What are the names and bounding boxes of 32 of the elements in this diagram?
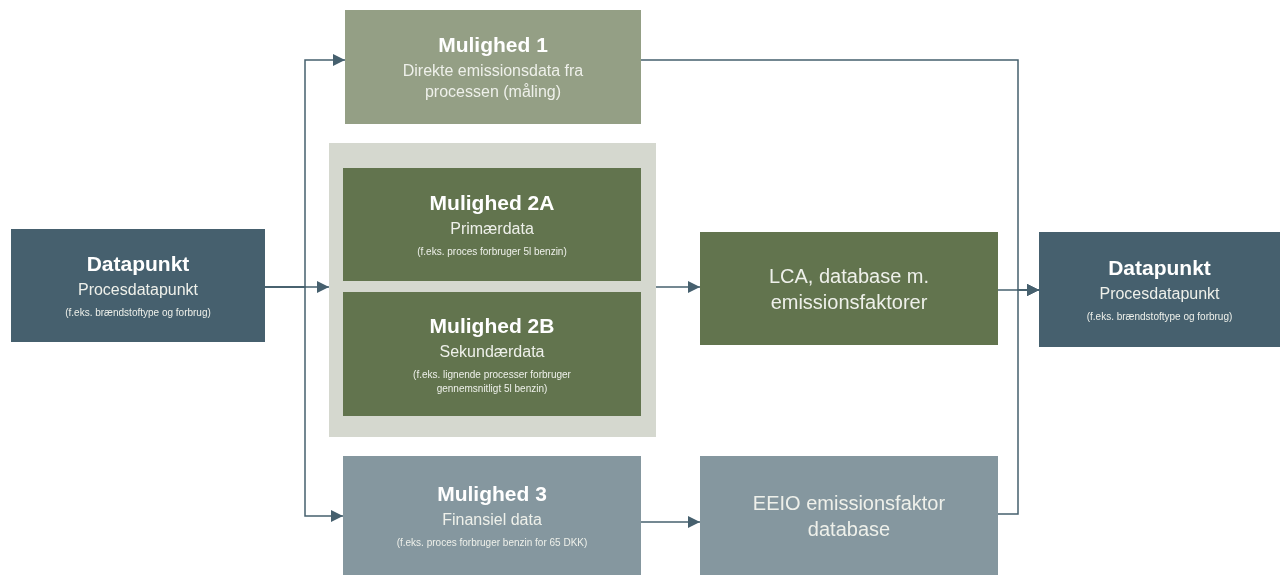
box-subtitle: Finansiel data (442, 510, 542, 531)
box-note: (f.eks. brændstoftype og forbrug) (65, 306, 211, 320)
box-subtitle: Direkte emissionsdata fra processen (måling) (401, 60, 585, 102)
box-note: (f.eks. proces forbruger benzin for 65 DKK) (396, 536, 588, 550)
process-box (700, 456, 998, 575)
box-subtitle: Procesdatapunkt (77, 280, 199, 301)
box-heading: Mulighed 2A (429, 190, 555, 217)
box-heading: Mulighed 2B (429, 312, 555, 339)
box-label: EEIO emissionsfaktor database (751, 490, 947, 542)
process-box (11, 229, 265, 342)
box-subtitle: Primærdata (450, 219, 534, 240)
box-note: (f.eks. brændstoftype og forbrug) (1086, 310, 1233, 324)
arrow (640, 516, 701, 528)
box-heading: Mulighed 3 (437, 481, 547, 508)
process-box (345, 10, 641, 124)
process-box (343, 456, 641, 575)
box-heading: Datapunkt (86, 251, 190, 278)
group-panel (329, 143, 656, 437)
process-box (343, 292, 641, 416)
arrow (264, 286, 344, 522)
box-subtitle: Procesdatapunkt (1099, 284, 1220, 305)
process-box (700, 232, 998, 345)
box-label: LCA, database m. emissionsfaktorer (767, 263, 931, 315)
process-box (1039, 232, 1280, 347)
arrow (655, 281, 701, 293)
process-box (343, 168, 641, 281)
box-note: (f.eks. proces forbruger 5l benzin) (417, 245, 567, 259)
box-note: (f.eks. lignende processer forbruger gennemsnitligt 5l benzin) (412, 368, 572, 395)
arrow (997, 284, 1040, 515)
box-subtitle: Sekundærdata (439, 342, 545, 363)
box-heading: Datapunkt (1108, 255, 1211, 282)
box-heading: Mulighed 1 (438, 31, 548, 58)
